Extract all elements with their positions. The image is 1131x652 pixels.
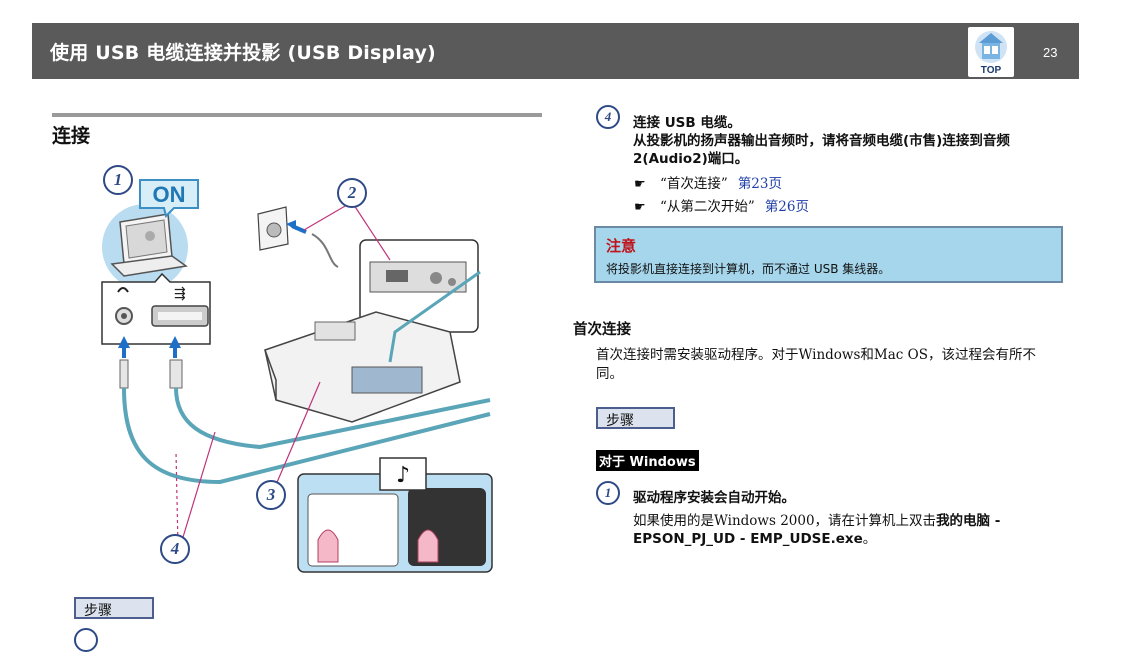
control-panel-zoom: ♪ [297, 457, 493, 573]
ref-first-connection: ☛ “首次连接” 第23页 [634, 172, 782, 192]
section-title: 连接 [52, 125, 91, 147]
ref-text: “从第二次开始” [660, 199, 755, 215]
step-1-description: 如果使用的是Windows 2000，请在计算机上双击我的电脑 - EPSON_… [633, 512, 1073, 548]
headphone-icon [117, 287, 129, 293]
notice-box: 注意 将投影机直接连接到计算机，而不通过 USB 集线器。 [594, 226, 1063, 283]
page-number: 23 [1043, 45, 1058, 60]
ref-link-p26[interactable]: 第26页 [764, 199, 809, 215]
cables [119, 359, 491, 485]
music-note-icon: ♪ [396, 463, 410, 488]
para-line-1: 首次连接时需安装驱动程序。对于Windows和Mac OS，该过程会有所不 [596, 347, 1036, 363]
top-label: TOP [980, 65, 1002, 76]
on-badge: ON [139, 179, 199, 218]
first-connect-paragraph: 首次连接时需安装驱动程序。对于Windows和Mac OS，该过程会有所不 同。 [596, 346, 1066, 384]
pointing-hand-icon: ☛ [634, 200, 646, 215]
first-connect-heading: 首次连接 [573, 322, 631, 338]
step-1-circle: 1 [596, 481, 620, 505]
page-header: 使用 USB 电缆连接并投影 (USB Display) TOP 23 [32, 23, 1079, 79]
insert-arrows [118, 336, 181, 358]
port-panel: ⇶ [101, 272, 211, 345]
projector-illustration [264, 270, 481, 423]
page-title: 使用 USB 电缆连接并投影 (USB Display) [50, 42, 436, 64]
step-circle-partial [74, 628, 98, 652]
step-4-line3: 2(Audio2)端口。 [633, 151, 749, 167]
connection-diagram: ON ⇶ [101, 179, 493, 573]
notice-title: 注意 [606, 237, 637, 255]
pointing-hand-icon: ☛ [634, 177, 646, 192]
wall-socket [257, 206, 339, 268]
steps-label-right: 步骤 [596, 407, 675, 429]
step-1-title: 驱动程序安装会自动开始。 [633, 490, 795, 506]
step-4-circle: 4 [596, 105, 620, 129]
port-zoom-box [359, 239, 479, 333]
step-4-title: 连接 USB 电缆。 [633, 115, 741, 131]
desc-bold-exe-path: EPSON_PJ_UD - EMP_UDSE.exe [633, 531, 863, 547]
para-line-2: 同。 [596, 366, 623, 382]
windows-tag: 对于 Windows [596, 450, 699, 471]
home-book-icon [975, 31, 1007, 63]
notice-text: 将投影机直接连接到计算机，而不通过 USB 集线器。 [606, 262, 891, 276]
desc-end: 。 [862, 531, 877, 547]
top-button[interactable]: TOP [968, 27, 1014, 77]
callout-3: 3 [256, 480, 286, 510]
callout-2: 2 [337, 178, 367, 208]
on-label: ON [153, 182, 186, 207]
ref-link-p23[interactable]: 第23页 [737, 176, 782, 192]
desc-bold-my-computer: 我的电脑 - [936, 513, 1001, 529]
callout-4: 4 [160, 534, 190, 564]
section-rule [52, 113, 542, 117]
ref-second-time: ☛ “从第二次开始” 第26页 [634, 195, 809, 215]
pointer-lines [175, 201, 391, 548]
ref-text: “首次连接” [660, 176, 728, 192]
step-4-line2: 从投影机的扬声器输出音频时，请将音频电缆(市售)连接到音频 [633, 133, 1010, 149]
callout-1: 1 [103, 165, 133, 195]
steps-label-left: 步骤 [74, 597, 154, 619]
usb-icon: ⇶ [174, 286, 186, 302]
desc-text: 如果使用的是Windows 2000，请在计算机上双击 [633, 513, 937, 529]
laptop-illustration [102, 204, 188, 290]
